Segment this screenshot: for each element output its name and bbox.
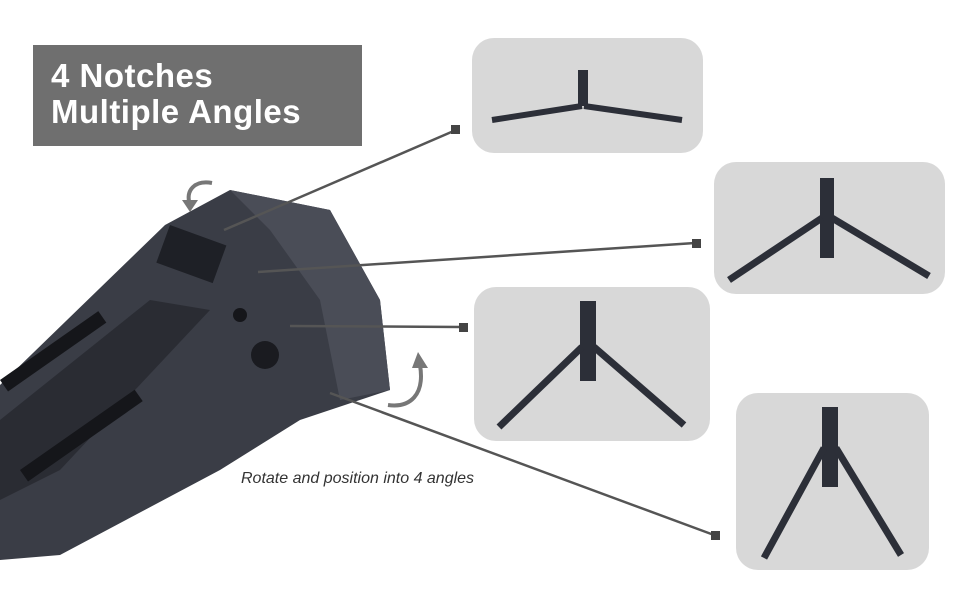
tripod-tall-image (760, 407, 904, 560)
title-banner: 4 Notches Multiple Angles (33, 45, 362, 146)
tripod-tube-closeup (0, 190, 390, 560)
rotate-arrow-head (182, 200, 198, 212)
angle-panel-1 (472, 38, 703, 153)
angle-panel-2 (714, 162, 945, 294)
tripod-medium-image (496, 301, 687, 430)
rotate-arrow-head (412, 352, 428, 368)
tripod-flat-image (491, 70, 683, 123)
title-line-2: Multiple Angles (51, 93, 302, 130)
angle-panel-3 (474, 287, 710, 441)
tripod-wide-image (727, 178, 931, 283)
rotate-arrow-icon (387, 364, 423, 408)
leader-lines (223, 128, 715, 537)
angle-panel-4 (736, 393, 929, 570)
title-line-1: 4 Notches (51, 57, 214, 94)
caption-text: Rotate and position into 4 angles (241, 470, 475, 487)
